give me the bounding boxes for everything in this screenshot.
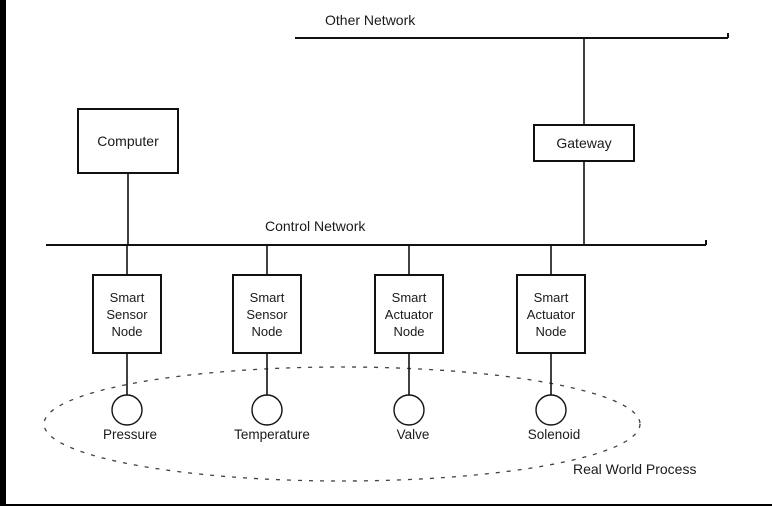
valve-label: Valve bbox=[396, 427, 430, 442]
smart-actuator-node-2-label: Smart Actuator Node bbox=[526, 289, 576, 339]
real-world-process-label: Real World Process bbox=[573, 461, 697, 477]
temperature-device-circle bbox=[251, 394, 283, 426]
pressure-device-circle bbox=[111, 394, 143, 426]
page-left-edge-bar bbox=[0, 0, 6, 506]
valve-device-circle bbox=[393, 394, 425, 426]
smart-sensor-node-2-box: Smart Sensor Node bbox=[232, 274, 302, 354]
pressure-label: Pressure bbox=[102, 427, 158, 442]
temperature-label: Temperature bbox=[234, 427, 310, 442]
smart-actuator-node-2-box: Smart Actuator Node bbox=[516, 274, 586, 354]
computer-label: Computer bbox=[97, 133, 159, 149]
smart-actuator-node-1-box: Smart Actuator Node bbox=[374, 274, 444, 354]
smart-sensor-node-2-label: Smart Sensor Node bbox=[246, 289, 288, 339]
computer-box: Computer bbox=[77, 108, 179, 174]
smart-sensor-node-1-label: Smart Sensor Node bbox=[106, 289, 148, 339]
solenoid-device-circle bbox=[535, 394, 567, 426]
control-network-line bbox=[46, 240, 707, 246]
real-world-process-ellipse bbox=[43, 366, 641, 482]
smart-sensor-node-1-box: Smart Sensor Node bbox=[92, 274, 162, 354]
other-network-line bbox=[295, 33, 729, 39]
control-network-label: Control Network bbox=[265, 218, 366, 234]
other-network-label: Other Network bbox=[325, 12, 416, 28]
smart-actuator-node-1-label: Smart Actuator Node bbox=[384, 289, 434, 339]
gateway-label: Gateway bbox=[556, 135, 612, 151]
solenoid-label: Solenoid bbox=[527, 427, 581, 442]
page-bottom-edge-bar bbox=[0, 504, 772, 506]
gateway-box: Gateway bbox=[533, 124, 635, 162]
